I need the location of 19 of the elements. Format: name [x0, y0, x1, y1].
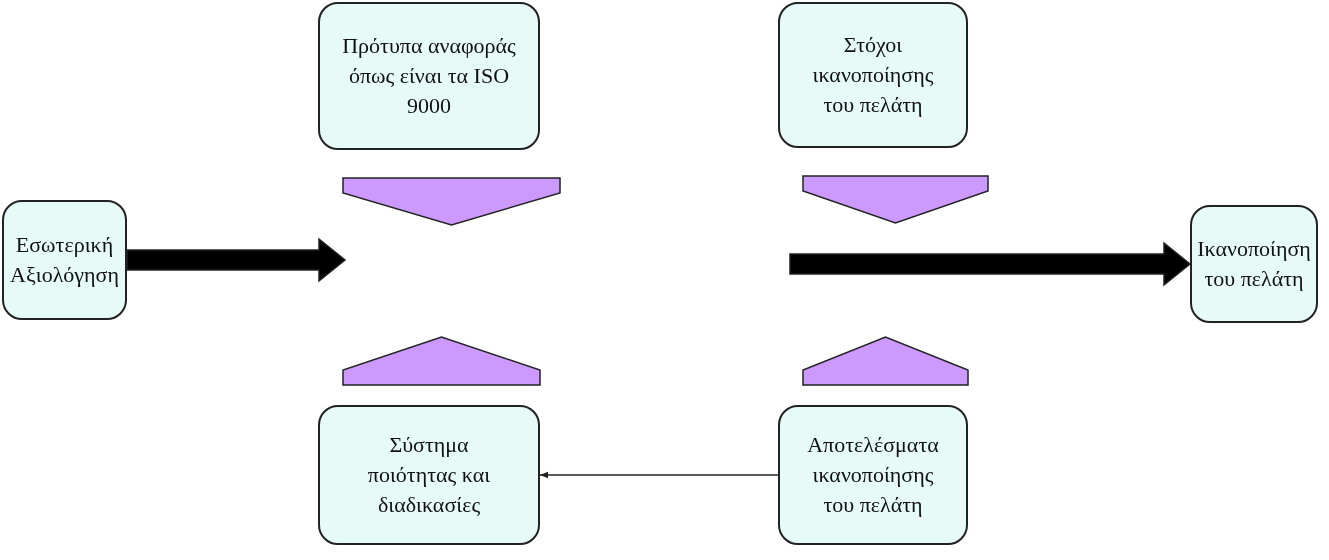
box-text: Στόχοι ικανοποίησης του πελάτη [811, 31, 935, 119]
block-arrow [342, 177, 561, 226]
box-text: Πρότυπα αναφοράς όπως είναι τα ISO 9000 [342, 32, 516, 120]
box-text: Αποτελέσματα ικανοποίησης του πελάτη [806, 431, 940, 519]
block-arrow [802, 336, 969, 386]
process-box [778, 2, 968, 148]
process-box [778, 405, 968, 545]
process-box [318, 405, 540, 545]
process-box [1190, 205, 1318, 323]
process-box [318, 2, 540, 150]
block-arrow [126, 237, 347, 283]
box-text: Σύστημα ποιότητας και διαδικασίες [366, 431, 492, 519]
block-arrow [342, 336, 541, 386]
box-text: Εσωτερική Αξιολόγηση [10, 231, 119, 289]
process-box [2, 200, 127, 320]
box-text: Ικανοποίηση του πελάτη [1196, 235, 1312, 293]
block-arrow [802, 175, 989, 224]
block-arrow [789, 241, 1192, 287]
arrow [539, 471, 779, 479]
